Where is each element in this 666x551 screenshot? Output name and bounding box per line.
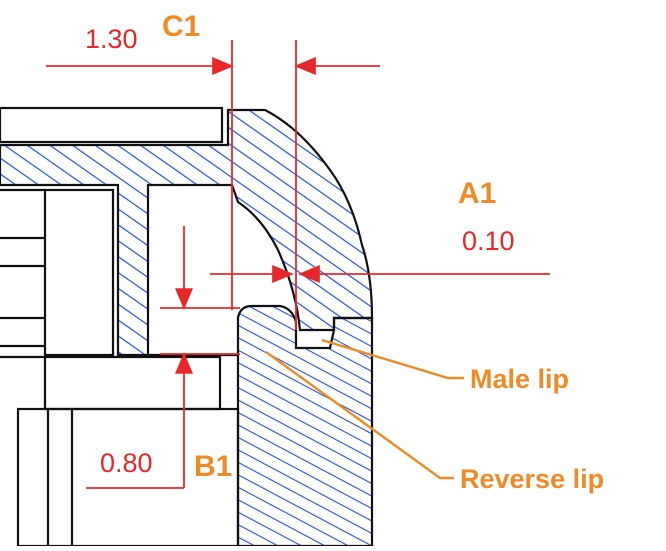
c1-value: 1.30 <box>85 24 138 54</box>
upper-housing-section <box>0 108 374 357</box>
c1-label: C1 <box>162 10 200 43</box>
dimension-lines <box>46 40 550 489</box>
b1-value: 0.80 <box>100 448 153 478</box>
top-plate <box>0 106 224 144</box>
reverse-lip-label: Reverse lip <box>460 464 604 494</box>
a1-value: 0.10 <box>462 226 515 256</box>
lower-lip-section <box>236 304 374 548</box>
b1-label: B1 <box>194 450 232 483</box>
male-lip-label: Male lip <box>470 364 569 394</box>
a1-label: A1 <box>458 177 496 210</box>
callout-leaders <box>265 338 464 480</box>
